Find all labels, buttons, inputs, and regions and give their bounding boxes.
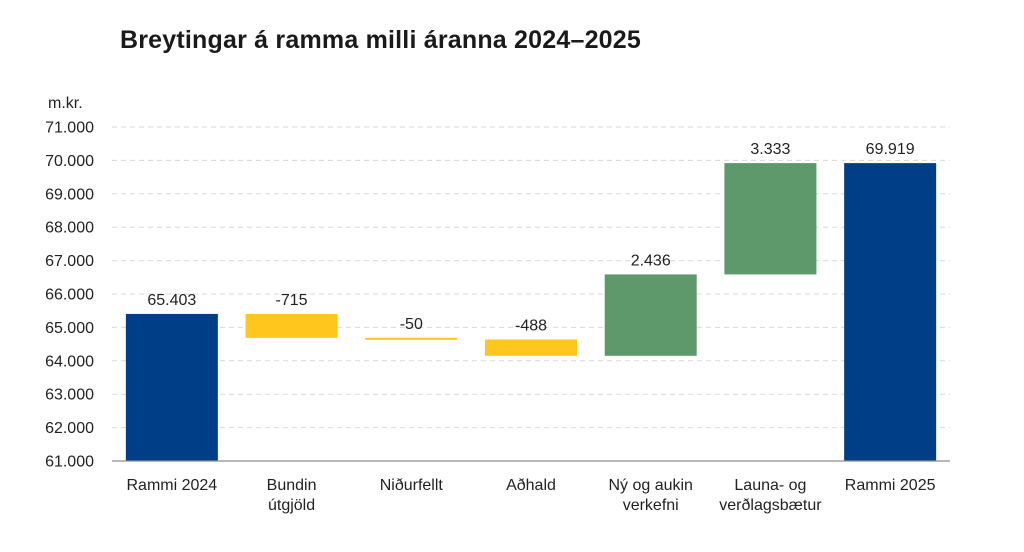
- x-tick-label-line: Bundin: [267, 477, 317, 494]
- x-tick-label: Bundin útgjöld: [267, 477, 317, 514]
- data-label: 65.403: [147, 292, 196, 309]
- x-tick-label-line: verðlagsbætur: [719, 497, 822, 514]
- data-label: -488: [515, 317, 547, 334]
- data-label: 69.919: [866, 141, 915, 158]
- x-tick-label-line: Launa- og: [734, 477, 806, 494]
- y-tick-label: 64.000: [45, 353, 94, 370]
- x-tick-label-line: Ný og aukin: [608, 477, 693, 494]
- data-label: -715: [276, 292, 308, 309]
- y-axis: 61.000 62.000 63.000 64.000 65.000 66.000 67.0…: [45, 120, 94, 471]
- data-label: 2.436: [631, 252, 671, 269]
- bars-layer: [125, 163, 937, 461]
- x-tick-label: Niðurfellt: [380, 477, 444, 494]
- y-tick-label: 63.000: [45, 387, 94, 404]
- y-tick-label: 66.000: [45, 287, 94, 304]
- y-tick-label: 67.000: [45, 253, 94, 270]
- data-labels-layer: 65.403 -715 -50 -488 2.436 3.333 69.919: [147, 141, 914, 334]
- x-tick-label-line: verkefni: [623, 497, 679, 514]
- bar: [604, 274, 697, 356]
- chart-title: Breytingar á ramma milli áranna 2024–202…: [120, 26, 641, 54]
- y-tick-label: 65.000: [45, 320, 94, 337]
- x-tick-label: Rammi 2024: [127, 477, 218, 494]
- x-axis: Rammi 2024 Bundin útgjöld Niðurfellt Aðhald N…: [127, 477, 936, 514]
- y-tick-label: 70.000: [45, 153, 94, 170]
- grid-layer: [112, 126, 950, 429]
- y-tick-label: 71.000: [45, 120, 94, 137]
- data-label: -50: [400, 316, 423, 333]
- x-tick-label-line: útgjöld: [268, 497, 315, 514]
- bar: [844, 163, 937, 461]
- bar: [125, 313, 218, 461]
- x-tick-label: Ný og aukin verkefni: [608, 477, 693, 514]
- y-axis-unit-label: m.kr.: [48, 95, 83, 112]
- y-tick-label: 62.000: [45, 420, 94, 437]
- x-tick-label-line: Rammi 2024: [127, 477, 218, 494]
- y-tick-label: 69.000: [45, 186, 94, 203]
- x-tick-label: Launa- og verðlagsbætur: [719, 477, 822, 514]
- x-tick-label-line: Niðurfellt: [380, 477, 444, 494]
- data-label: 3.333: [750, 141, 790, 158]
- y-tick-label: 68.000: [45, 220, 94, 237]
- bar: [365, 337, 458, 340]
- bar: [485, 339, 577, 356]
- bar: [724, 163, 817, 275]
- x-tick-label: Aðhald: [506, 477, 556, 494]
- x-tick-label-line: Aðhald: [506, 477, 556, 494]
- bar: [245, 313, 338, 338]
- y-tick-label: 61.000: [45, 454, 94, 471]
- x-tick-label: Rammi 2025: [845, 477, 936, 494]
- x-tick-label-line: Rammi 2025: [845, 477, 936, 494]
